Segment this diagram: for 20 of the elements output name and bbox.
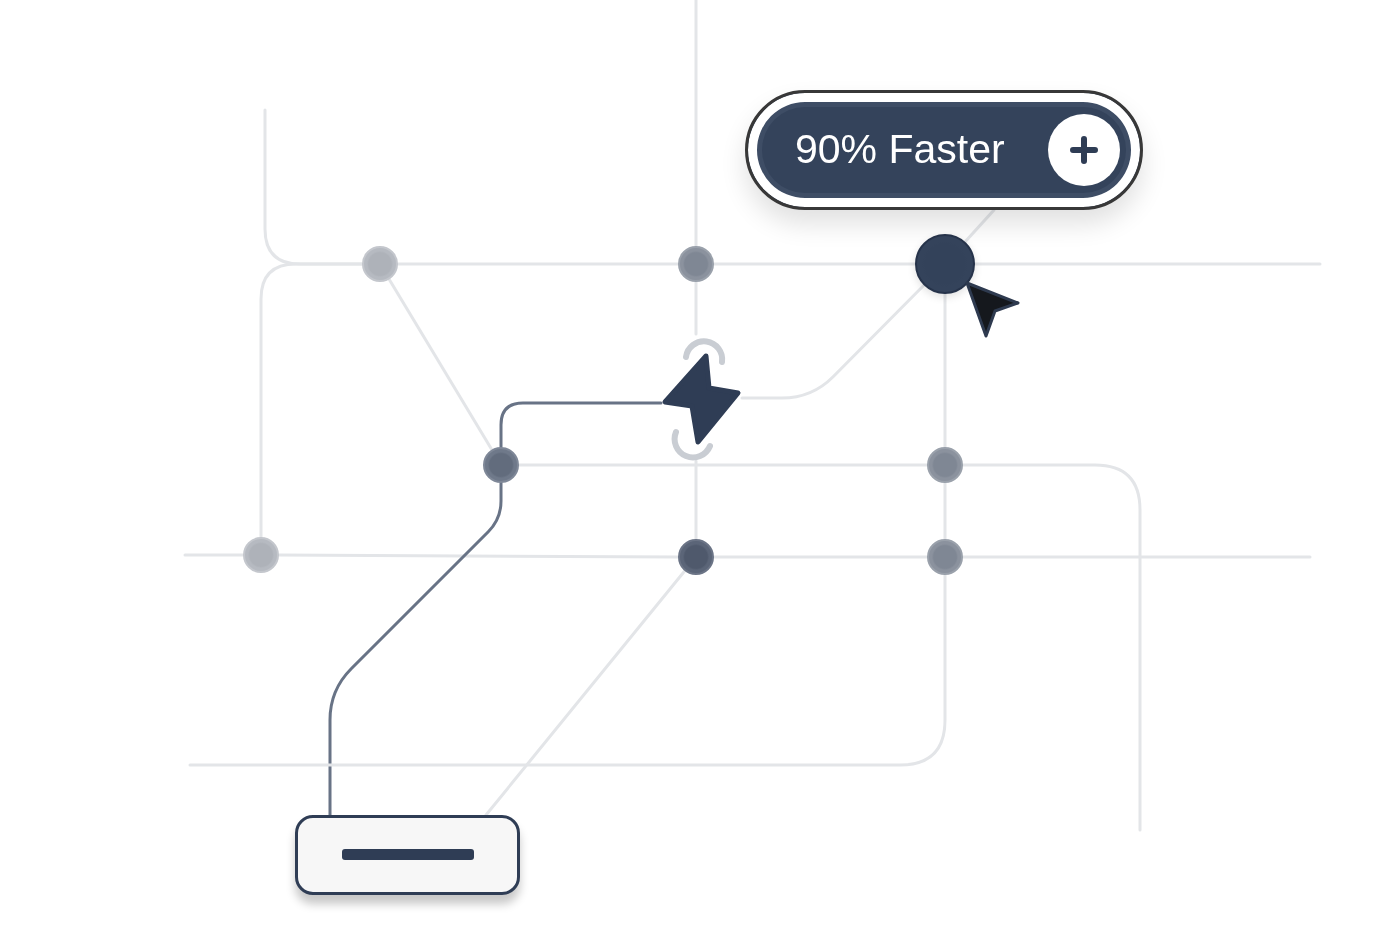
connector-line bbox=[499, 401, 663, 449]
station-dot bbox=[678, 539, 714, 575]
connector-line bbox=[263, 108, 364, 266]
station-dot bbox=[362, 246, 398, 282]
connector-line bbox=[277, 553, 680, 559]
connector-line bbox=[387, 277, 494, 452]
connector-line bbox=[963, 208, 996, 244]
station-dot bbox=[927, 539, 963, 575]
pill-button: 90% Faster bbox=[745, 90, 1143, 210]
station-dot bbox=[927, 447, 963, 483]
connector-line bbox=[740, 283, 926, 400]
station-dot bbox=[483, 447, 519, 483]
connector-line bbox=[961, 463, 1142, 832]
connector-line bbox=[188, 573, 947, 767]
selected-dot bbox=[915, 234, 975, 294]
connector-line bbox=[484, 569, 687, 817]
rounded-card bbox=[295, 815, 520, 895]
station-dot bbox=[243, 537, 279, 573]
connector-line bbox=[328, 481, 503, 817]
station-dot bbox=[678, 246, 714, 282]
